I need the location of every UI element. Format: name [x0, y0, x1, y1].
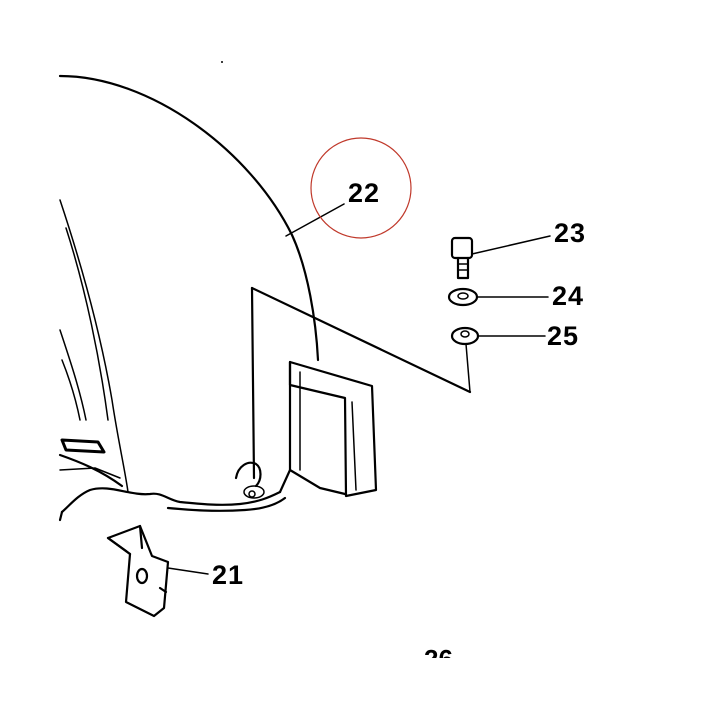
callout-label-21: 21	[212, 560, 244, 590]
leader-line-22	[285, 203, 345, 237]
assembly-line	[465, 343, 471, 393]
washer-lock-icon	[450, 326, 480, 346]
callout-label-26-partial: 26	[424, 644, 453, 674]
highlight-circle	[310, 137, 412, 239]
washer-icon	[447, 287, 479, 307]
callout-label-25: 25	[547, 321, 579, 351]
leader-line-21	[167, 567, 209, 575]
bolt-icon	[450, 236, 474, 280]
leader-line-23	[471, 235, 551, 255]
callout-label-22: 22	[348, 178, 380, 208]
callout-label-23: 23	[554, 218, 586, 248]
callout-label-24: 24	[552, 281, 584, 311]
bracket-clip-icon	[106, 524, 170, 618]
fender-drawing	[58, 74, 472, 522]
stray-mark	[221, 61, 223, 63]
